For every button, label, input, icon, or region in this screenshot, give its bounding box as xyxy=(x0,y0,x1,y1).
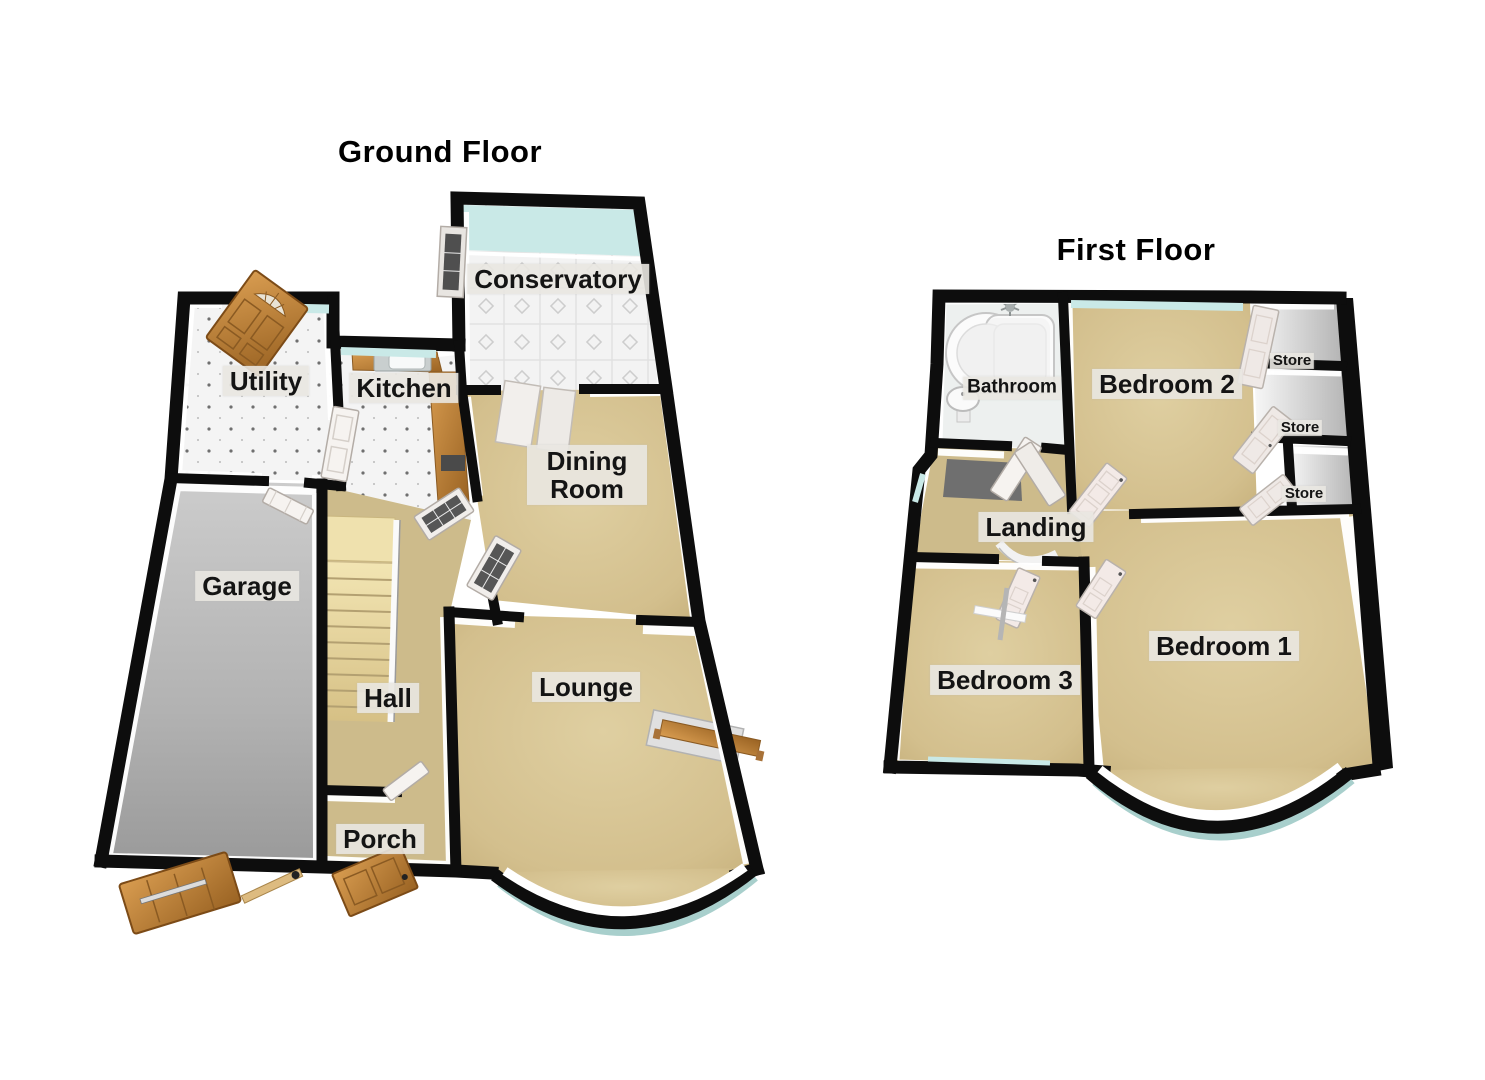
conservatory-french-door-left xyxy=(494,379,542,449)
bathroom-bifold-door-right xyxy=(1014,441,1066,507)
bedroom3-window xyxy=(927,756,1051,766)
room-label-bathroom: Bathroom xyxy=(963,376,1061,400)
room-label-kitchen: Kitchen xyxy=(349,372,459,404)
room-label-hall: Hall xyxy=(357,682,419,714)
utility-kitchen-door xyxy=(320,405,360,483)
stairs-tread-lines xyxy=(316,577,393,709)
bedroom1-bay-window xyxy=(1085,762,1355,841)
room-label-dining-room: Dining Room xyxy=(527,444,647,506)
room-label-store-2: Store xyxy=(1277,419,1323,437)
store1-door xyxy=(1236,304,1280,390)
bedroom1-door xyxy=(1075,558,1127,620)
room-label-bedroom-1: Bedroom 1 xyxy=(1149,630,1299,662)
garage-door xyxy=(118,851,242,935)
utility-back-door xyxy=(205,269,309,377)
bedroom3-radiator xyxy=(997,587,1010,641)
kitchen-window xyxy=(340,347,437,358)
side-window-pane xyxy=(240,868,304,904)
first-right-outer-wall xyxy=(1336,298,1393,772)
conservatory-french-door-right xyxy=(535,386,577,454)
room-label-lounge: Lounge xyxy=(532,671,640,703)
ground-interior-walls-2 xyxy=(316,478,462,877)
room-label-landing: Landing xyxy=(978,511,1094,543)
room-label-conservatory: Conservatory xyxy=(467,263,649,295)
utility-garage-door xyxy=(262,487,314,525)
room-label-utility: Utility xyxy=(222,365,310,397)
ground-floor-plan xyxy=(93,191,766,936)
stairs-treads xyxy=(317,562,393,722)
lounge-floor xyxy=(449,614,757,875)
stair-window xyxy=(912,473,926,503)
conservatory-glass-edge xyxy=(463,251,642,261)
bay-sill xyxy=(502,863,748,916)
conservatory-glass-roof xyxy=(462,205,641,256)
room-label-store-3: Store xyxy=(1281,485,1327,503)
room-label-store-1: Store xyxy=(1269,352,1315,370)
bay1-sill xyxy=(1097,762,1343,819)
room-label-porch: Porch xyxy=(336,823,424,855)
kitchen-dining-glazed-door xyxy=(413,487,475,541)
lounge-bay-window xyxy=(491,863,758,936)
stairs xyxy=(316,515,401,723)
room-label-bedroom-3: Bedroom 3 xyxy=(930,664,1080,696)
first-floor-title: First Floor xyxy=(1056,232,1216,267)
cooker xyxy=(441,455,465,471)
bedroom2-window xyxy=(1070,300,1244,311)
ground-floor-title: Ground Floor xyxy=(337,134,543,169)
hall-dining-glazed-door xyxy=(466,535,522,601)
front-door xyxy=(331,844,419,918)
porch-hall-door xyxy=(382,761,430,801)
bedroom2-floor xyxy=(1063,298,1257,511)
bedroom3-door-leaf xyxy=(973,604,1027,624)
bath xyxy=(945,312,1055,394)
bedroom3-floor xyxy=(892,560,1089,768)
conservatory-glazed-panel xyxy=(436,225,468,299)
room-label-garage: Garage xyxy=(195,570,299,602)
stairs-landing xyxy=(323,515,396,563)
bay-wall xyxy=(491,864,758,930)
bay1-wall xyxy=(1085,766,1355,834)
room-label-bedroom-2: Bedroom 2 xyxy=(1092,368,1242,400)
